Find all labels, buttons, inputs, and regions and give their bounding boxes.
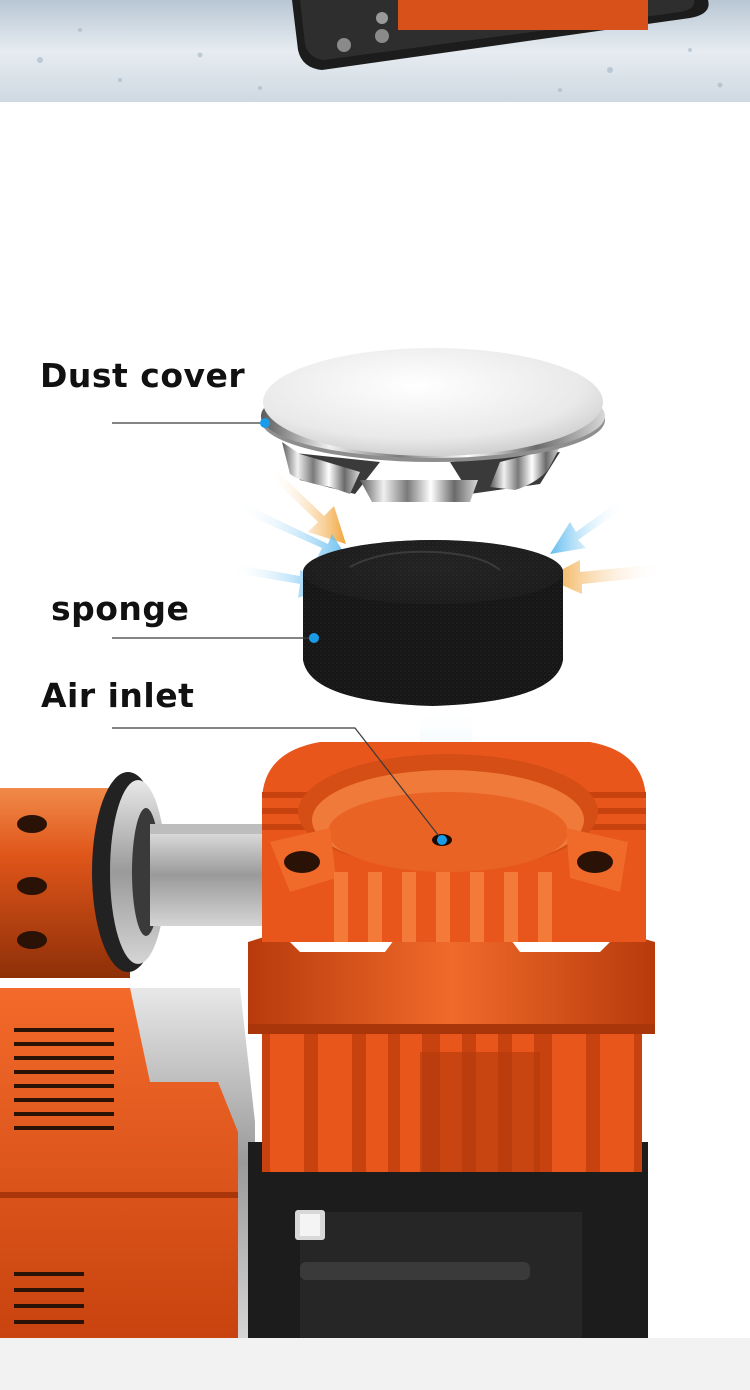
- footer-strip: [0, 1338, 750, 1390]
- sponge-illustration: [303, 540, 563, 706]
- motor-housing: [0, 772, 265, 1338]
- air-inlet-leader-line: [112, 727, 443, 841]
- cylinder-head: [248, 742, 655, 1172]
- device-base-illustration: [0, 0, 750, 102]
- product-scene: [0, 102, 750, 1338]
- dust-cover-marker-dot: [260, 418, 270, 428]
- compressor-base: [248, 1142, 648, 1338]
- compressor-exploded-illustration: [0, 348, 662, 1338]
- dust-cover-label: Dust cover: [40, 356, 246, 395]
- air-inlet-label: Air inlet: [41, 676, 195, 715]
- dust-cover-illustration: [261, 348, 605, 502]
- air-inlet-marker-dot: [437, 835, 447, 845]
- snow-banner-image: [0, 0, 750, 102]
- callout-lines: [112, 418, 447, 845]
- sponge-label: sponge: [51, 589, 190, 628]
- sponge-marker-dot: [309, 633, 319, 643]
